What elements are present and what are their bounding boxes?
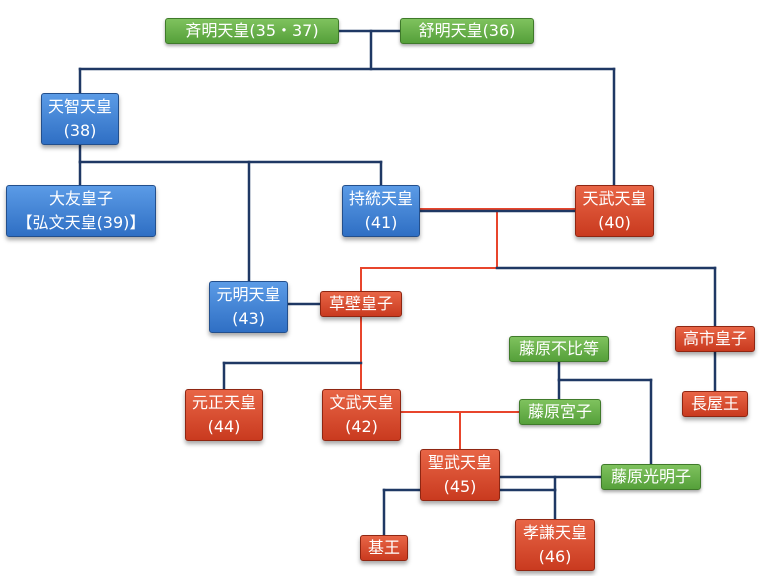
node-genmei: 元明天皇 (43) [209,281,288,333]
node-jito: 持統天皇 (41) [342,185,420,237]
node-saimei: 斉明天皇(35・37) [165,18,339,44]
node-tenmu: 天武天皇 (40) [575,185,654,237]
node-sub: (45) [443,477,477,496]
node-sub: (44) [207,417,241,436]
node-label: 長屋王 [690,394,739,413]
node-label: 聖武天皇 [427,453,492,472]
node-label: 元正天皇 [191,393,256,412]
node-label: 元明天皇 [216,285,281,304]
node-otomo: 大友皇子 【弘文天皇(39)】 [6,185,156,237]
node-takechi: 高市皇子 [675,326,755,352]
node-sub: (42) [345,417,378,436]
node-sub: (38) [63,121,97,140]
node-label: 藤原不比等 [518,339,599,358]
node-label: 文武天皇 [329,393,394,412]
node-label: 藤原光明子 [610,467,691,486]
node-kusakabe: 草壁皇子 [320,291,402,317]
node-label: 基王 [367,538,400,557]
node-koken: 孝謙天皇 (46) [515,519,595,571]
node-gensho: 元正天皇 (44) [185,389,263,441]
node-fuhito: 藤原不比等 [509,336,609,362]
node-label: 大友皇子 [48,189,113,208]
node-label: 天武天皇 [582,189,647,208]
node-sub: (41) [364,213,398,232]
node-label: 孝謙天皇 [522,523,587,542]
node-sub: (40) [598,213,631,232]
node-nagaya: 長屋王 [682,391,748,417]
node-shomu: 聖武天皇 (45) [420,449,500,501]
node-label: 舒明天皇(36) [418,21,516,40]
node-miyako: 藤原宮子 [519,399,601,425]
node-monmu: 文武天皇 (42) [322,389,401,441]
node-label: 天智天皇 [47,97,112,116]
node-sub: 【弘文天皇(39)】 [16,213,146,232]
node-label: 高市皇子 [682,329,747,348]
node-label: 草壁皇子 [328,294,393,313]
node-sub: (43) [232,309,265,328]
node-jomei: 舒明天皇(36) [400,18,534,44]
node-tenji: 天智天皇 (38) [41,93,119,145]
node-sub: (46) [538,547,572,566]
node-label: 斉明天皇(35・37) [185,21,319,40]
node-komyo: 藤原光明子 [601,464,701,490]
node-motoi: 基王 [360,535,408,561]
node-label: 持統天皇 [348,189,413,208]
node-label: 藤原宮子 [527,402,592,421]
